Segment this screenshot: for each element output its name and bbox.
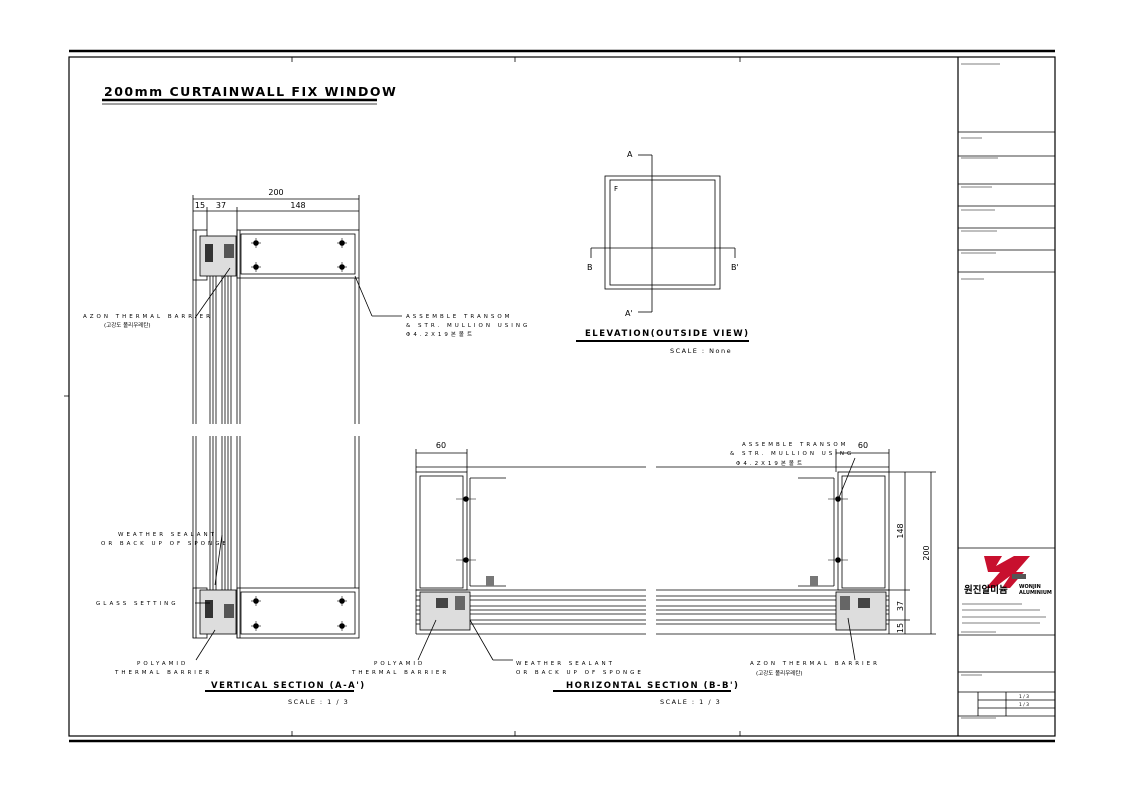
dim-right-60: 60	[858, 441, 868, 450]
vertical-section	[190, 195, 402, 661]
dim-37: 37	[216, 201, 226, 210]
company-name-en-1: WONJIN	[1019, 584, 1041, 590]
section-mark-b: B	[587, 263, 593, 272]
note-weather-sealant-h: WEATHER SEALANT	[516, 661, 615, 667]
note-azon-thermal-h: AZON THERMAL BARRIER	[750, 661, 880, 667]
screw-markers-vertical	[251, 238, 347, 631]
note-backup-sponge-h: OR BACK UP OF SPONGE	[516, 670, 644, 676]
note-polyamid: POLYAMID	[137, 661, 188, 667]
title-block	[958, 131, 1055, 717]
company-name-en-2: ALUMINIUM	[1019, 590, 1052, 596]
screw-markers-horizontal	[456, 496, 848, 586]
company-logo	[984, 556, 1030, 588]
note-azon-thermal: AZON THERMAL BARRIER	[83, 314, 213, 320]
section-mark-a: A	[627, 150, 633, 159]
elevation-title: ELEVATION(OUTSIDE VIEW)	[585, 329, 749, 339]
dim-200: 200	[268, 188, 283, 197]
note-weather-sealant: WEATHER SEALANT	[118, 532, 217, 538]
dim-148-h: 148	[896, 523, 905, 538]
section-mark-b-prime: B'	[731, 263, 739, 272]
note-backup-sponge: OR BACK UP OF SPONGE	[101, 541, 229, 547]
sheet-number: 1 / 3	[1019, 694, 1029, 700]
vertical-section-title: VERTICAL SECTION (A-A')	[211, 681, 366, 691]
note-assemble-transom: ASSEMBLE TRANSOM	[406, 314, 512, 320]
dim-148: 148	[290, 201, 305, 210]
dim-200-h: 200	[922, 545, 931, 560]
elevation-view	[590, 154, 736, 313]
note-azon-thermal-kr-h: (고강도 폴리우레탄)	[756, 669, 803, 677]
company-name-kr: 원진알미늄	[964, 584, 1008, 596]
sheet-border	[64, 49, 1056, 743]
horizontal-section	[415, 449, 936, 661]
sheet-title: 200mm CURTAINWALL FIX WINDOW	[104, 84, 397, 99]
horizontal-section-scale: SCALE : 1 / 3	[660, 698, 721, 706]
title-block-marks	[961, 63, 1000, 719]
note-assemble-mullion-h: & STR. MULLION USING	[730, 451, 854, 457]
dim-15-h: 15	[896, 623, 905, 633]
note-glass-setting: GLASS SETTING	[96, 601, 179, 607]
note-polyamid-h: POLYAMID	[374, 661, 425, 667]
vertical-section-scale: SCALE : 1 / 3	[288, 698, 349, 706]
elevation-scale: SCALE : None	[670, 347, 732, 355]
company-address-lines	[962, 603, 1046, 624]
horizontal-section-title: HORIZONTAL SECTION (B-B')	[566, 681, 739, 691]
elevation-mark-f: F	[614, 185, 618, 193]
note-assemble-bolt: Φ4.2X19본볼트	[406, 331, 475, 338]
note-assemble-bolt-h: Φ4.2X19본볼트	[736, 460, 805, 467]
sheet-number-2: 1 / 3	[1019, 702, 1029, 708]
note-azon-thermal-kr: (고강도 폴리우레탄)	[104, 321, 151, 329]
section-mark-a-prime: A'	[625, 309, 633, 318]
note-polyamid-barrier-h: THERMAL BARRIER	[351, 670, 449, 676]
dim-37-h: 37	[896, 601, 905, 611]
dim-15: 15	[195, 201, 205, 210]
note-assemble-transom-h: ASSEMBLE TRANSOM	[742, 442, 848, 448]
dim-left-60: 60	[436, 441, 446, 450]
note-assemble-mullion: & STR. MULLION USING	[406, 323, 530, 329]
note-polyamid-barrier: THERMAL BARRIER	[114, 670, 212, 676]
